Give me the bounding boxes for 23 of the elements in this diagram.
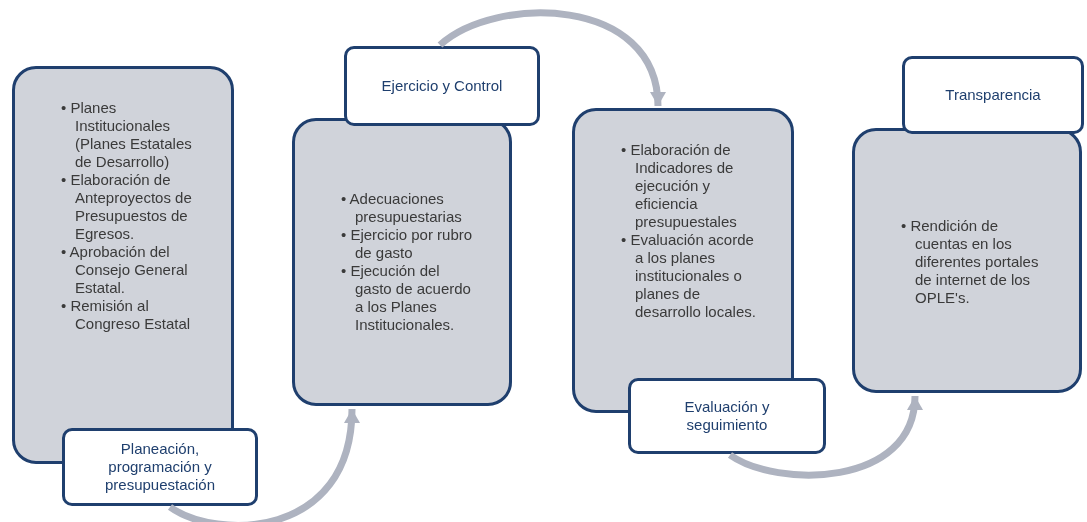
stage-label-box [344, 46, 540, 126]
stage-box [572, 108, 794, 413]
bullet-item: • Planes Institucionales (Planes Estatales de Desarrollo) [61, 99, 193, 171]
stage-title: Transparencia [945, 86, 1041, 104]
bullet-item: • Evaluación acorde a los planes institucionales o planes de desarrollo locales. [621, 231, 757, 321]
stage-box [292, 118, 512, 406]
stage-title: Planeación, programación y presupuestación [103, 440, 217, 494]
stage-label-box [628, 378, 826, 454]
stage-box [852, 128, 1082, 393]
curved-arrow [728, 395, 922, 479]
bullet-item: • Ejercicio por rubro de gasto [341, 226, 474, 262]
bullet-item: • Rendición de cuentas en los diferentes portales de internet de los OPLE's. [901, 217, 1040, 307]
curved-arrow [437, 9, 665, 107]
stage-title: Ejercicio y Control [381, 77, 503, 95]
bullet-item: • Adecuaciones presupuestarias [341, 190, 463, 226]
bullet-item: • Elaboración de Indicadores de ejecución y eficiencia presupuestales [621, 141, 738, 231]
stage-label-box [62, 428, 258, 506]
stage-title: Evaluación y seguimiento [683, 398, 771, 434]
bullet-item: • Aprobación del Consejo General Estatal. [61, 243, 189, 297]
bullet-item: • Elaboración de Anteproyectos de Presupuestos de Egresos. [61, 171, 193, 243]
bullet-item: • Ejecución del gasto de acuerdo a los Planes Institucionales. [341, 262, 472, 334]
stage-label-box [902, 56, 1084, 134]
bullet-item: • Remisión al Congreso Estatal [61, 297, 192, 333]
